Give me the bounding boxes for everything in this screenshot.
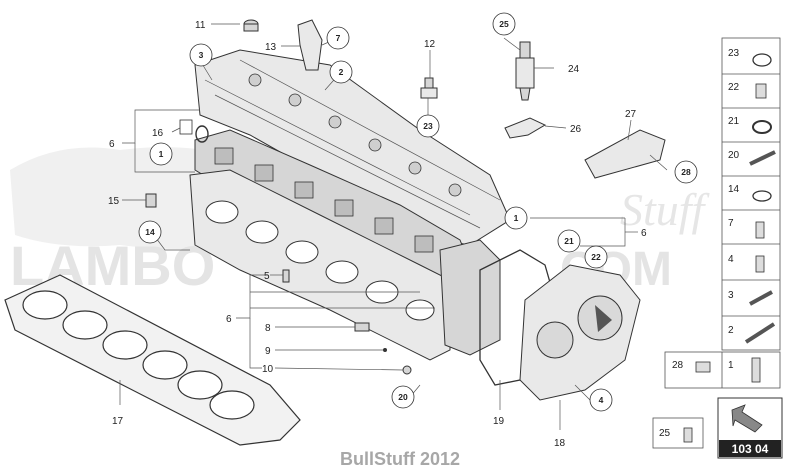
legend-item-2: 2: [728, 325, 734, 336]
label-11: 11: [195, 20, 206, 31]
svg-text:21: 21: [564, 236, 574, 246]
circled-20: 20: [391, 385, 415, 409]
circled-4: 4: [589, 388, 613, 412]
circled-22: 22: [584, 245, 608, 269]
svg-text:2: 2: [339, 67, 344, 77]
head-gasket: [4, 274, 301, 446]
label-5: 5: [264, 271, 270, 282]
legend-item-3: 3: [728, 290, 734, 301]
boxed-label-28: 28: [672, 360, 684, 371]
label-10: 10: [262, 364, 274, 375]
svg-text:7: 7: [336, 33, 341, 43]
circled-21: 21: [557, 229, 581, 253]
svg-text:1: 1: [159, 149, 164, 159]
legend-item-7: 7: [728, 218, 734, 229]
watermark-suffix: Stuff: [620, 184, 711, 235]
legend-column: 23 22 21 20 14 7 4 3 2: [721, 37, 781, 351]
svg-text:4: 4: [599, 395, 604, 405]
label-26: 26: [570, 124, 582, 135]
footer-credit: BullStuff 2012: [339, 449, 461, 469]
label-6c: 6: [641, 228, 647, 239]
circled-1a: 1: [149, 142, 173, 166]
label-8: 8: [265, 323, 271, 334]
arrow-icon: [731, 404, 763, 433]
leader-lines: [119, 23, 668, 430]
plain-labels: 11 13 12 24 16 6 26 27 15 5 6 8 9 10 17 …: [108, 20, 647, 449]
boxed-part-25: 25: [652, 417, 704, 449]
label-13: 13: [265, 42, 277, 53]
svg-text:1: 1: [514, 213, 519, 223]
label-24: 24: [568, 64, 580, 75]
label-9: 9: [265, 346, 271, 357]
legend-item-22: 22: [728, 82, 740, 93]
circled-25: 25: [492, 12, 516, 36]
svg-text:23: 23: [423, 121, 433, 131]
label-17: 17: [112, 416, 124, 427]
boxed-label-25: 25: [659, 428, 671, 439]
label-6a: 6: [109, 139, 115, 150]
svg-text:28: 28: [681, 167, 691, 177]
circled-23: 23: [416, 114, 440, 138]
svg-text:25: 25: [499, 19, 509, 29]
label-6b: 6: [226, 314, 232, 325]
legend-item-20: 20: [728, 150, 740, 161]
cylinder-head: [189, 49, 511, 361]
svg-text:3: 3: [199, 50, 204, 60]
small-parts: [145, 19, 666, 375]
circled-1b: 1: [504, 206, 528, 230]
label-15: 15: [108, 196, 120, 207]
circled-2: 2: [329, 60, 353, 84]
label-18: 18: [554, 438, 566, 449]
label-19: 19: [493, 416, 505, 427]
circled-14: 14: [138, 220, 162, 244]
timing-cover: [519, 264, 641, 401]
svg-text:20: 20: [398, 392, 408, 402]
circled-labels: 25 7 3 2 23 1 28 14 1 21 22 20 4: [138, 12, 698, 412]
legend-item-4: 4: [728, 254, 734, 265]
circled-3: 3: [189, 43, 213, 67]
circled-28: 28: [674, 160, 698, 184]
label-27: 27: [625, 109, 637, 120]
svg-text:14: 14: [145, 227, 155, 237]
label-16: 16: [152, 128, 164, 139]
circled-7: 7: [326, 26, 350, 50]
legend-item-23: 23: [728, 48, 740, 59]
boxed-part-28-1: 28 1: [664, 351, 781, 389]
legend-item-14: 14: [728, 184, 740, 195]
reference-box[interactable]: 103 04: [717, 397, 783, 459]
label-12: 12: [424, 39, 436, 50]
boxed-label-1: 1: [728, 360, 734, 371]
legend-item-21: 21: [728, 116, 740, 127]
reference-label: 103 04: [732, 442, 769, 456]
svg-text:22: 22: [591, 252, 601, 262]
